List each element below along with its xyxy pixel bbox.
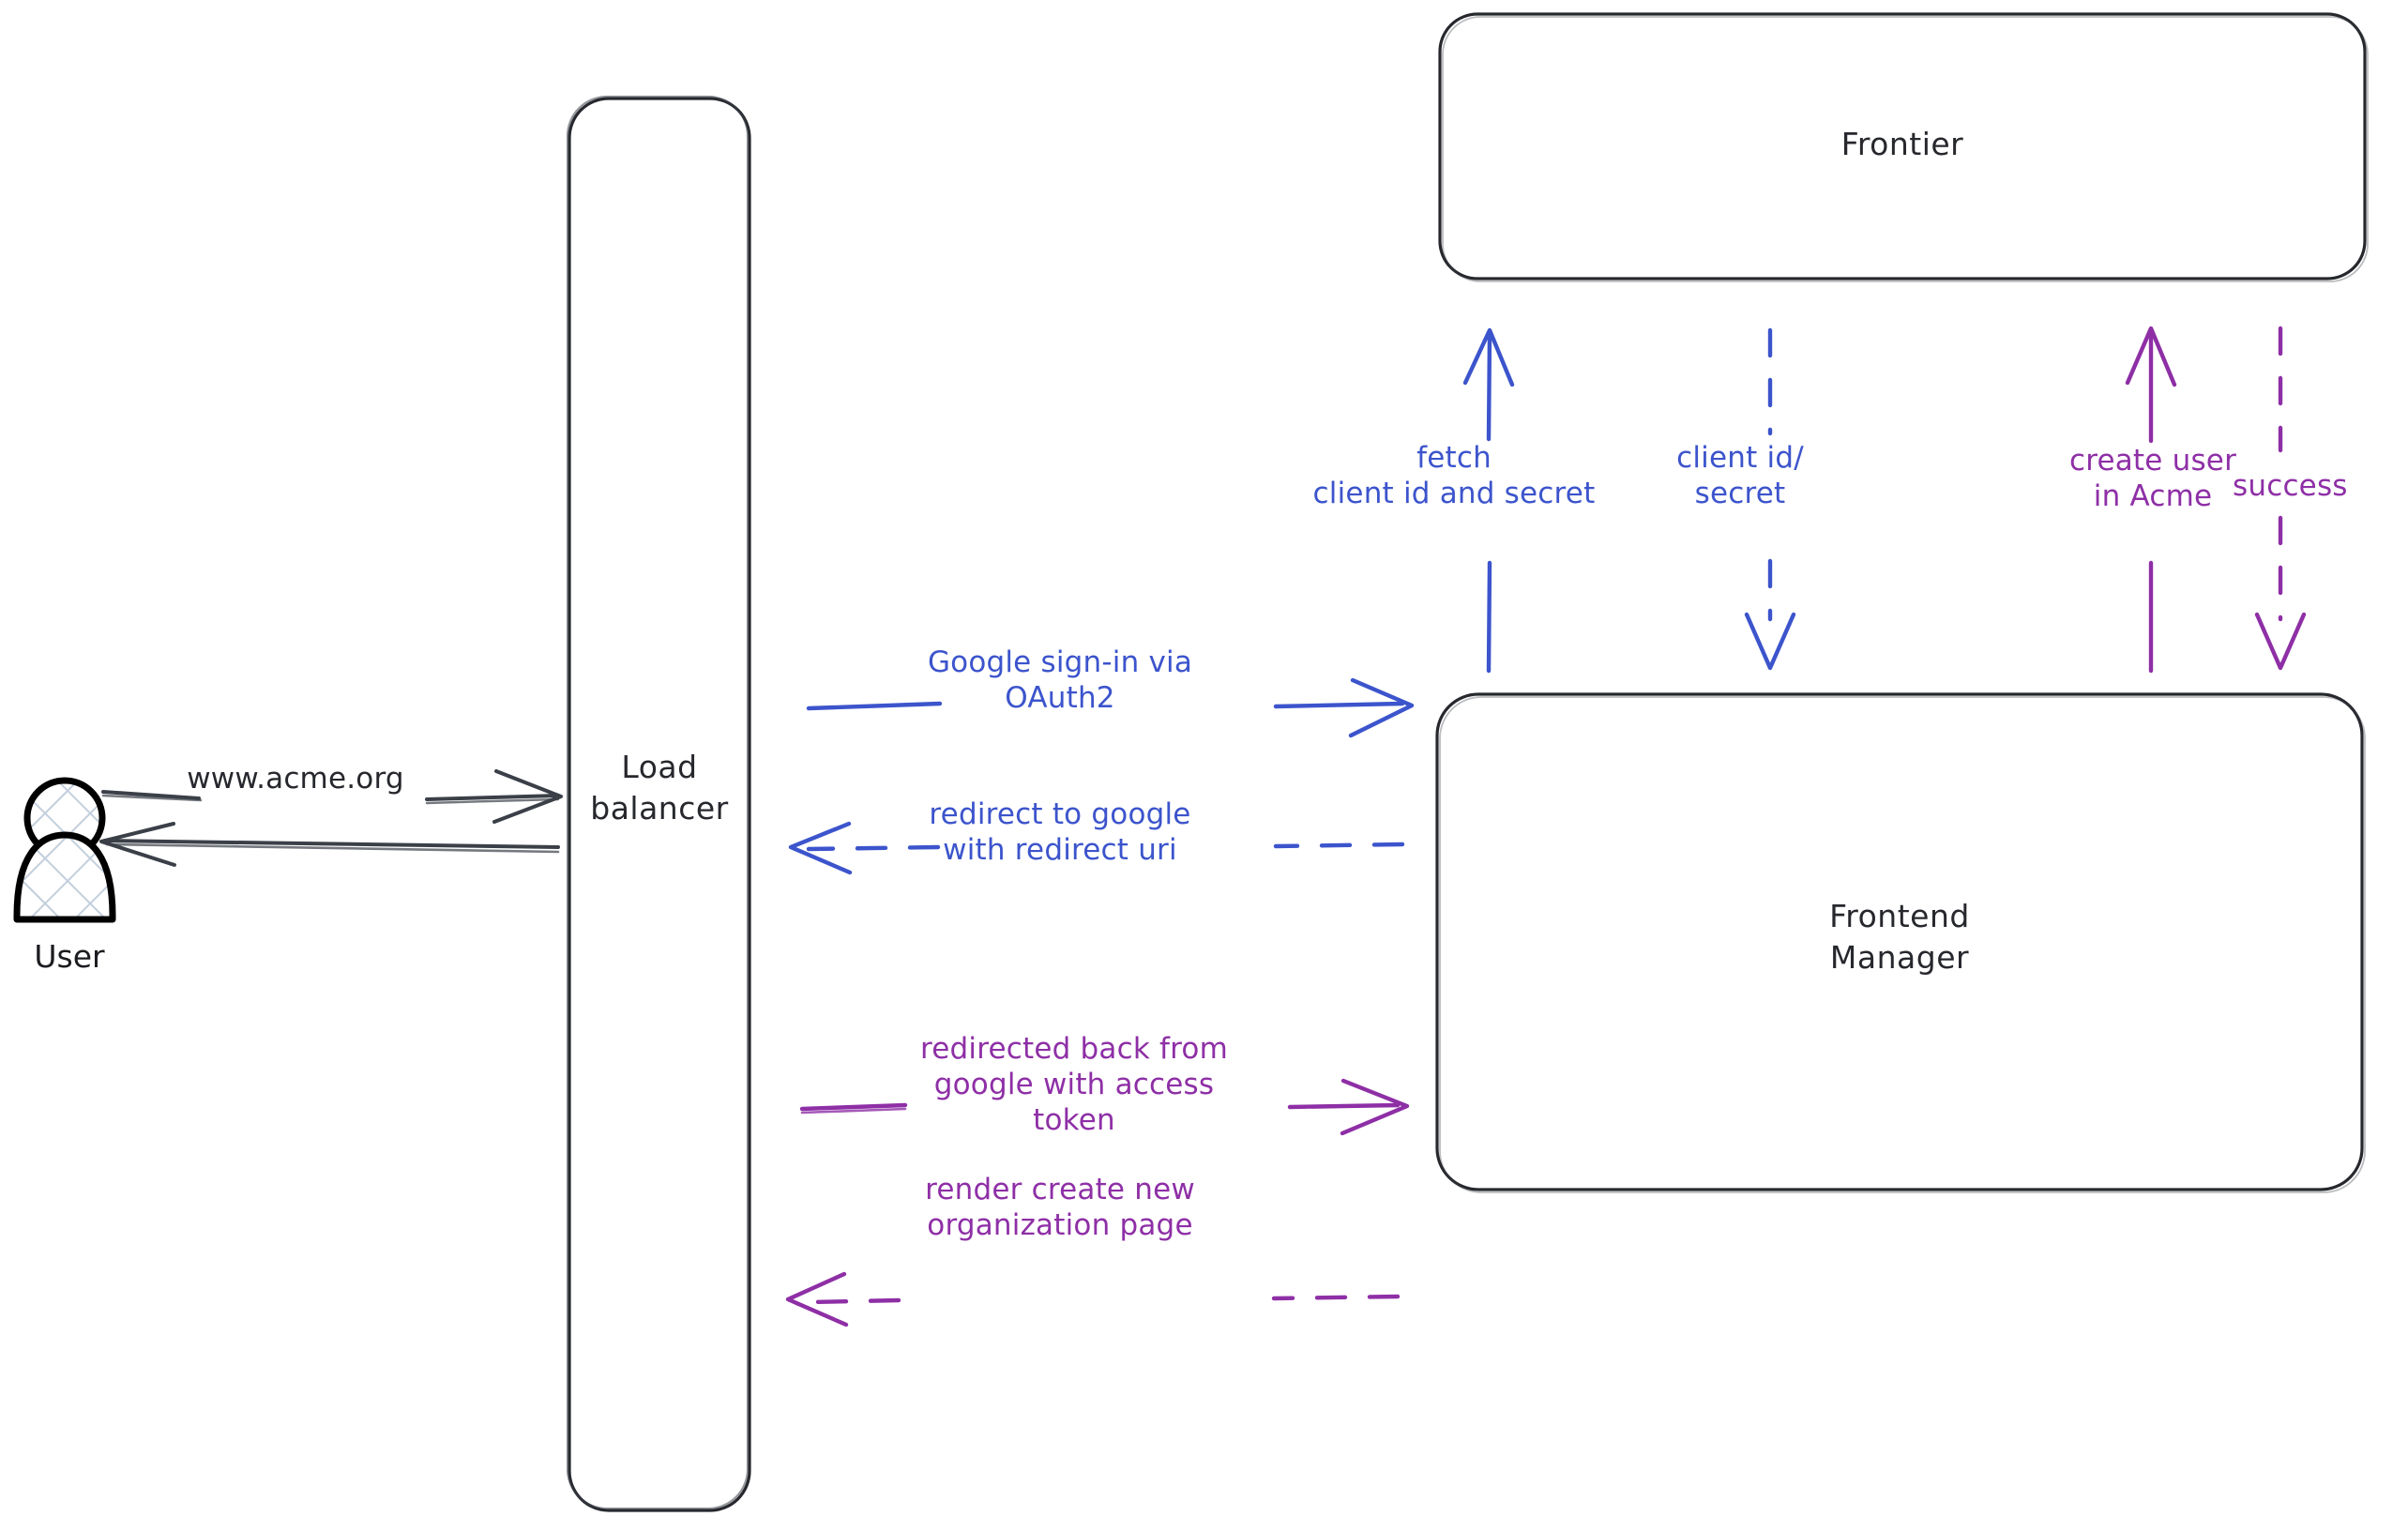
edge-load-balancer-to-user — [99, 822, 560, 867]
edge-create-user-in-acme — [2125, 326, 2177, 674]
actor-user — [13, 777, 116, 923]
edge-redirected-back-with-token — [799, 1078, 1410, 1136]
node-label-user: User — [34, 938, 105, 975]
edge-fetch-client-id-secret — [1462, 327, 1515, 674]
node-frontend-manager[interactable] — [1435, 692, 2366, 1193]
edge-success-response — [2254, 326, 2307, 671]
node-frontier[interactable] — [1438, 12, 2369, 282]
edge-google-signin — [806, 677, 1415, 738]
node-load-balancer[interactable] — [566, 95, 751, 1512]
edge-client-id-secret-response — [1744, 327, 1796, 671]
user-body-icon — [13, 831, 116, 923]
edge-render-create-org-page — [785, 1271, 1401, 1327]
edge-redirect-to-google — [788, 821, 1405, 875]
edge-user-to-load-balancer — [101, 769, 563, 824]
